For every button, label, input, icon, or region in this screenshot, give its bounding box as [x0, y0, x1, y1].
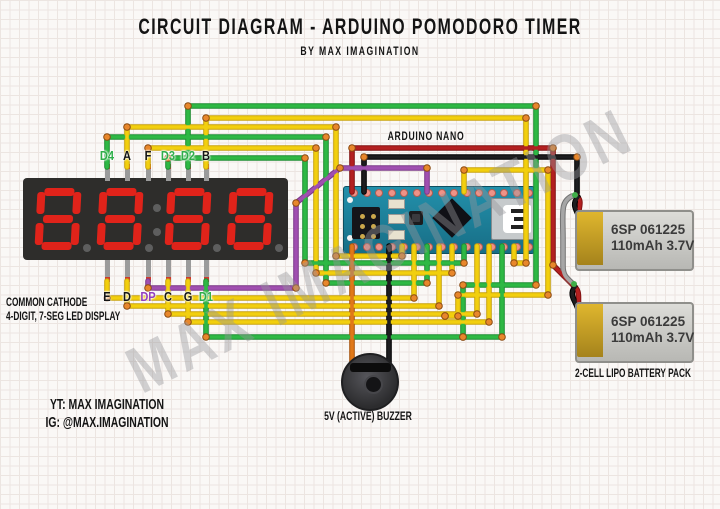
- battery-tape: [577, 212, 603, 265]
- seven-segment-display: [23, 178, 288, 260]
- battery-label: 6SP 061225 110mAh 3.7V: [611, 222, 695, 253]
- nano-pin-pad: [412, 189, 421, 197]
- top-pin-label: D3: [160, 148, 176, 163]
- top-pin-label: D4: [99, 148, 115, 163]
- nano-pin-pad: [362, 243, 371, 251]
- lipo-battery-cell-1: 6SP 061225 110mAh 3.7V: [575, 210, 694, 271]
- page-title: CIRCUIT DIAGRAM - ARDUINO POMODORO TIMER: [138, 14, 582, 39]
- bottom-pin-label: G: [183, 289, 193, 304]
- nano-pin-pad: [512, 189, 521, 197]
- nano-pin-pad: [437, 189, 446, 197]
- icsp-header: [352, 207, 380, 239]
- battery-tape: [577, 304, 603, 357]
- mounting-hole: [347, 235, 353, 241]
- top-pin-label: A: [123, 148, 131, 163]
- wiring-layer: [103, 102, 584, 371]
- lipo-battery-cell-2: 6SP 061225 110mAh 3.7V: [575, 302, 694, 363]
- bottom-pin-label: D1: [198, 289, 214, 304]
- nano-pin-pad: [375, 189, 383, 197]
- buzzer: [341, 353, 399, 411]
- display-caption-line1: COMMON CATHODE: [6, 297, 88, 309]
- bottom-pin-label: D: [123, 289, 131, 304]
- page-subtitle: BY MAX IMAGINATION: [300, 44, 420, 58]
- smd-component: [388, 230, 405, 240]
- top-pin-label: B: [202, 148, 210, 163]
- nano-pin-pad: [400, 189, 408, 197]
- battery-pack-label: 2-CELL LIPO BATTERY PACK: [575, 368, 691, 380]
- decimal-dot: [275, 244, 283, 252]
- bottom-pin-label: DP: [140, 289, 156, 304]
- nano-pin-pad: [475, 189, 483, 197]
- colon-dot: [153, 228, 161, 236]
- nano-pin-pad: [375, 243, 383, 251]
- bottom-pin-label: E: [103, 289, 111, 304]
- decimal-dot: [213, 244, 221, 252]
- decimal-dot: [145, 244, 153, 252]
- smd-component: [388, 199, 405, 209]
- mounting-hole: [347, 197, 353, 203]
- buzzer-hole: [364, 375, 383, 394]
- decimal-dot: [83, 244, 91, 252]
- battery-label: 6SP 061225 110mAh 3.7V: [611, 314, 695, 345]
- bottom-pin-label: C: [164, 289, 172, 304]
- youtube-credit: YT: MAX IMAGINATION: [49, 397, 165, 413]
- arduino-nano-label: ARDUINO NANO: [387, 129, 465, 143]
- nano-pin-pad: [500, 189, 508, 197]
- top-pin-label: D2: [180, 148, 196, 163]
- top-pin-label: F: [144, 148, 152, 163]
- reset-button: [409, 211, 423, 225]
- instagram-credit: IG: @MAX.IMAGINATION: [45, 415, 169, 431]
- nano-pin-pad: [450, 189, 458, 197]
- buzzer-label: 5V (ACTIVE) BUZZER: [324, 409, 412, 423]
- smd-component: [388, 214, 405, 224]
- nano-pin-pad: [487, 189, 496, 197]
- nano-pin-pad: [387, 189, 396, 197]
- display-caption-line2: 4-DIGIT, 7-SEG LED DISPLAY: [6, 311, 121, 323]
- colon-dot: [153, 204, 161, 212]
- buzzer-slot: [350, 363, 391, 372]
